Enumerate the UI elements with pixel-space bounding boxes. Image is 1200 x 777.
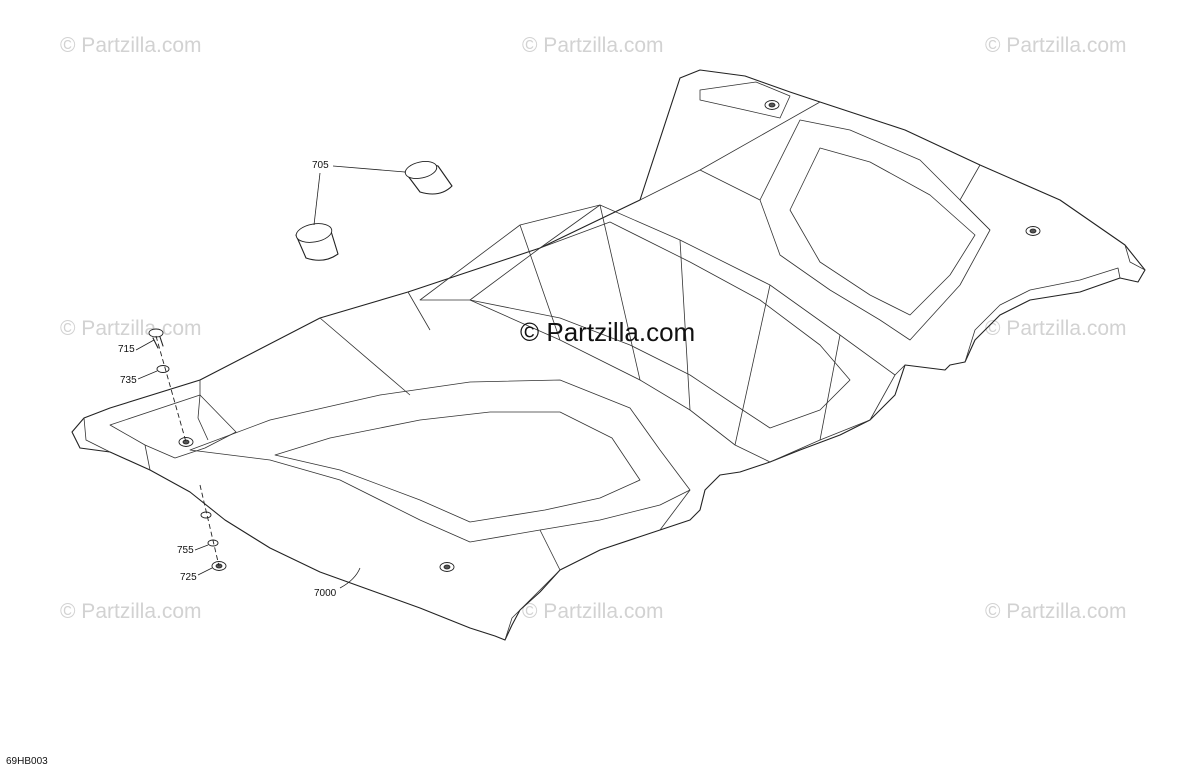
watermark-center: © Partzilla.com xyxy=(520,317,695,347)
panel-lines xyxy=(199,101,991,571)
upper-assembly-path xyxy=(155,335,187,443)
watermark-bottom-left: © Partzilla.com xyxy=(60,600,202,623)
roof-panel xyxy=(71,69,1146,641)
hardware-stack xyxy=(148,328,227,571)
lower-assembly-path xyxy=(199,484,220,567)
callout-7000: 7000 xyxy=(314,588,337,599)
strap-upper-opening xyxy=(404,161,438,179)
rear-left-bracket xyxy=(699,81,791,119)
watermark-top-left: © Partzilla.com xyxy=(60,34,202,57)
roof-fasteners xyxy=(178,100,1041,572)
watermark-top-right: © Partzilla.com xyxy=(985,34,1127,57)
drawing-code: 69HB003 xyxy=(6,756,48,767)
leader-725 xyxy=(197,567,213,576)
leader-755 xyxy=(194,544,209,551)
roof-rear-lip xyxy=(964,244,1146,363)
watermark-middle-left: © Partzilla.com xyxy=(60,317,202,340)
rear-recess-inner xyxy=(789,147,976,316)
callout-705: 705 xyxy=(312,160,329,171)
part-735-washer xyxy=(156,365,170,373)
roof-outline xyxy=(71,69,1146,641)
rear-left-fastener-hole xyxy=(768,102,776,108)
strap-lower-opening xyxy=(295,223,333,243)
center-ridge-inner xyxy=(469,221,851,429)
callouts: 705 715 735 755 725 7000 xyxy=(118,160,337,599)
center-ridge-crease xyxy=(519,204,841,446)
leader-lines xyxy=(135,165,406,589)
callout-725: 725 xyxy=(180,572,197,583)
front-left-fastener-hole xyxy=(182,439,190,445)
rear-right-fastener-hole xyxy=(1029,228,1037,234)
rear-recess xyxy=(759,119,991,341)
leader-735 xyxy=(137,370,158,380)
watermark-bottom-center: © Partzilla.com xyxy=(522,600,664,623)
part-715-fastener xyxy=(148,328,164,338)
front-left-bracket xyxy=(109,394,237,471)
strap-bands xyxy=(295,161,453,261)
front-recess-inner xyxy=(274,411,641,523)
watermark-middle-right: © Partzilla.com xyxy=(985,317,1127,340)
leader-705-upper xyxy=(332,165,406,173)
center-ridge xyxy=(419,204,896,463)
callout-715: 715 xyxy=(118,344,135,355)
callout-735: 735 xyxy=(120,375,137,386)
watermark-top-center: © Partzilla.com xyxy=(522,34,664,57)
leader-7000 xyxy=(339,567,361,589)
lower-washer xyxy=(200,511,212,519)
watermark-bottom-right: © Partzilla.com xyxy=(985,600,1127,623)
front-center-fastener-hole xyxy=(443,564,451,570)
front-recess xyxy=(189,379,691,543)
callout-755: 755 xyxy=(177,545,194,556)
roof-front-lip xyxy=(83,417,561,641)
leader-705-lower xyxy=(313,172,321,226)
part-715-shank xyxy=(152,336,164,349)
watermark-layer: © Partzilla.com © Partzilla.com © Partzi… xyxy=(60,34,1127,623)
leader-715 xyxy=(135,339,155,351)
